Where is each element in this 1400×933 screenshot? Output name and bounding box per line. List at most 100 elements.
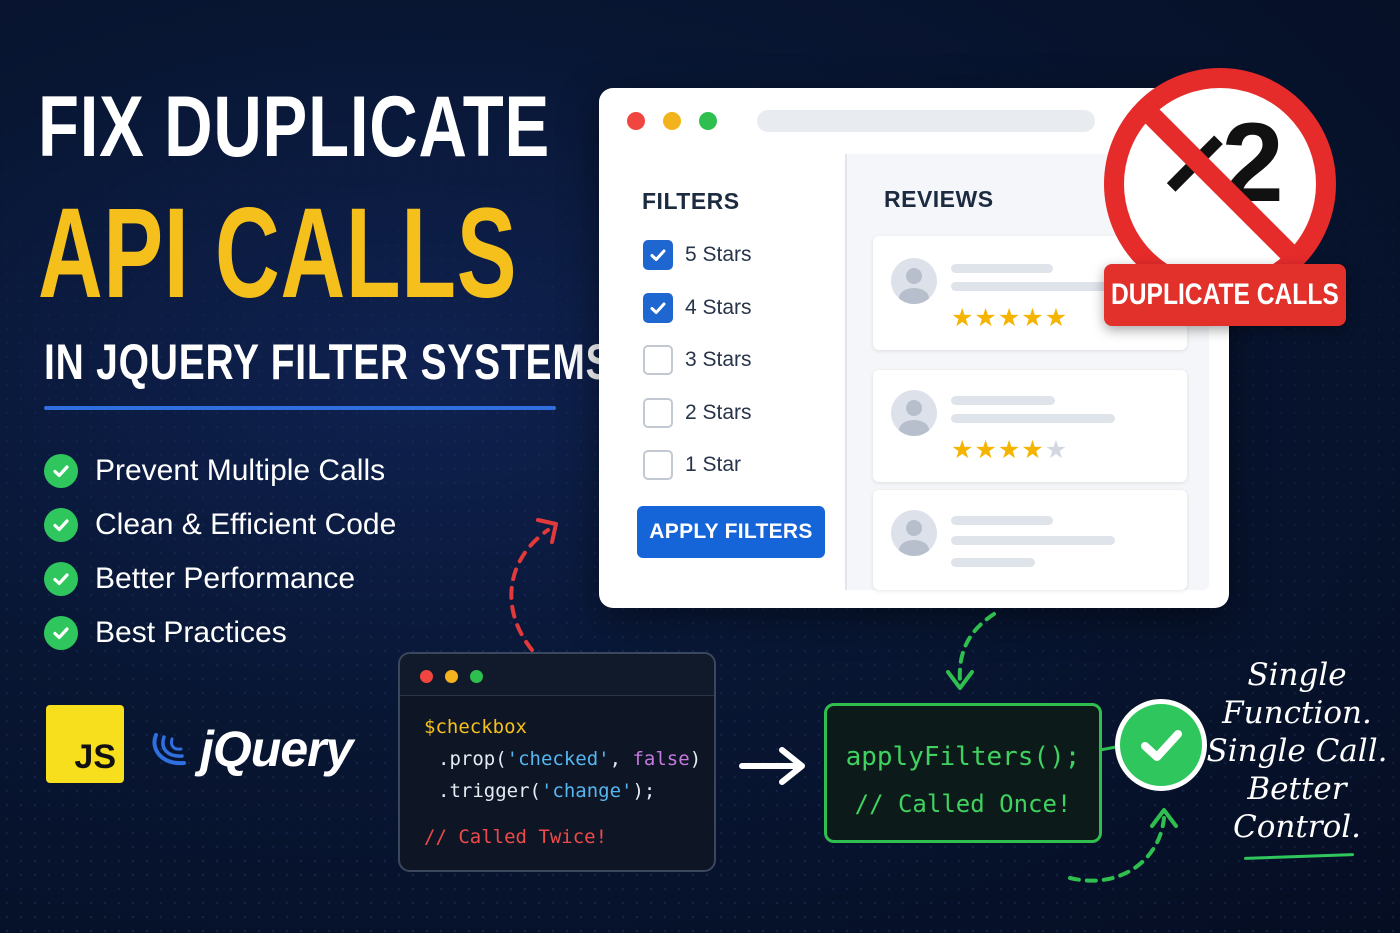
code-line-1: $checkbox — [424, 716, 527, 738]
apply-filters-button[interactable]: APPLY FILTERS — [637, 506, 825, 558]
javascript-logo: JS — [46, 705, 124, 783]
checkbox-icon[interactable] — [643, 240, 673, 270]
code-token: , — [609, 748, 633, 770]
text-placeholder — [951, 516, 1053, 525]
benefit-item: Best Practices — [44, 606, 396, 660]
headline-line-3: IN JQUERY FILTER SYSTEMS — [44, 334, 613, 390]
star-icon: ★ — [997, 304, 1021, 332]
filter-option[interactable]: 1 Star — [643, 450, 741, 480]
duplicate-calls-badge: DUPLICATE CALLS — [1104, 264, 1346, 326]
text-placeholder — [951, 558, 1035, 567]
checkbox-icon[interactable] — [643, 345, 673, 375]
handwritten-note: Single Function. Single Call. Better Con… — [1207, 656, 1388, 846]
solution-comment: // Called Once! — [854, 790, 1072, 818]
browser-window: FILTERS 5 Stars 4 Stars 3 Stars 2 Stars — [599, 88, 1229, 608]
filter-label: 3 Stars — [685, 348, 752, 371]
headline-line-2: API CALLS — [38, 182, 518, 325]
star-icon: ★ — [1021, 436, 1044, 464]
text-placeholder — [951, 396, 1055, 405]
text-placeholder — [951, 414, 1115, 423]
avatar-icon — [891, 390, 937, 436]
filter-label: 4 Stars — [685, 296, 752, 319]
checkbox-icon[interactable] — [643, 293, 673, 323]
avatar-icon — [891, 258, 937, 304]
code-line-2: .prop('checked', false) — [438, 748, 701, 770]
maximize-dot-icon — [470, 670, 483, 683]
close-dot-icon — [420, 670, 433, 683]
close-dot-icon[interactable] — [627, 112, 645, 130]
benefit-label: Better Performance — [95, 562, 356, 595]
solution-call: applyFilters(); — [845, 742, 1081, 772]
benefit-label: Prevent Multiple Calls — [95, 454, 386, 487]
jquery-swoosh-icon — [152, 733, 186, 766]
note-line: Single — [1247, 657, 1347, 693]
text-placeholder — [951, 264, 1053, 273]
check-circle-icon — [44, 616, 78, 650]
filter-label: 2 Stars — [685, 401, 752, 424]
code-comment: // Called Twice! — [424, 826, 608, 848]
note-line: Single Call. — [1206, 733, 1388, 769]
benefit-item: Clean & Efficient Code — [44, 498, 396, 552]
reviews-title: REVIEWS — [884, 186, 994, 212]
star-icon: ★ — [1021, 304, 1044, 332]
minimize-dot-icon — [445, 670, 458, 683]
star-rating: ★★★★★ — [951, 438, 1068, 463]
filter-option[interactable]: 2 Stars — [643, 398, 752, 428]
note-line: Control. — [1232, 809, 1362, 845]
review-card — [873, 490, 1187, 590]
code-window: $checkbox .prop('checked', false) .trigg… — [398, 652, 716, 872]
success-check-icon — [1115, 699, 1207, 791]
code-token: 'checked' — [506, 748, 610, 770]
benefits-list: Prevent Multiple Calls Clean & Efficient… — [44, 444, 396, 660]
jquery-logo-text: jQuery — [200, 721, 353, 777]
headline-line-1: FIX DUPLICATE — [38, 79, 550, 175]
filter-label: 5 Stars — [685, 243, 752, 266]
code-line-3: .trigger('change'); — [438, 780, 655, 802]
filters-title: FILTERS — [642, 188, 740, 214]
check-circle-icon — [44, 454, 78, 488]
checkbox-icon[interactable] — [643, 450, 673, 480]
headline-divider — [44, 406, 556, 410]
filter-option[interactable]: 5 Stars — [643, 240, 752, 270]
avatar-icon — [891, 510, 937, 556]
benefit-item: Prevent Multiple Calls — [44, 444, 396, 498]
solution-box: applyFilters(); // Called Once! — [824, 703, 1102, 843]
browser-content: FILTERS 5 Stars 4 Stars 3 Stars 2 Stars — [619, 154, 1209, 590]
star-icon: ★ — [997, 436, 1021, 464]
check-circle-icon — [44, 562, 78, 596]
code-token: .trigger( — [438, 780, 541, 802]
star-rating: ★★★★★ — [951, 306, 1068, 331]
filter-option[interactable]: 3 Stars — [643, 345, 752, 375]
star-icon: ★ — [1044, 304, 1068, 332]
filter-option[interactable]: 4 Stars — [643, 293, 752, 323]
code-window-titlebar — [400, 654, 714, 696]
benefit-item: Better Performance — [44, 552, 396, 606]
check-circle-icon — [44, 508, 78, 542]
note-line: Better — [1247, 771, 1347, 807]
multiplier-text: ×2 — [1162, 100, 1284, 225]
duplicate-calls-label: DUPLICATE CALLS — [1111, 278, 1339, 311]
filter-label: 1 Star — [685, 453, 742, 476]
address-bar[interactable] — [757, 110, 1095, 132]
benefit-label: Clean & Efficient Code — [95, 508, 397, 541]
checkbox-icon[interactable] — [643, 398, 673, 428]
star-icon: ★ — [951, 436, 974, 464]
star-icon: ★ — [974, 304, 997, 332]
text-placeholder — [951, 536, 1115, 545]
arrow-right-icon — [739, 747, 805, 785]
text-placeholder — [951, 282, 1115, 291]
code-token: .prop( — [438, 748, 507, 770]
star-icon: ★ — [1044, 436, 1068, 464]
maximize-dot-icon[interactable] — [699, 112, 717, 130]
benefit-label: Best Practices — [95, 616, 287, 649]
code-token: 'change' — [540, 780, 633, 802]
minimize-dot-icon[interactable] — [663, 112, 681, 130]
filters-panel: FILTERS 5 Stars 4 Stars 3 Stars 2 Stars — [619, 154, 847, 590]
review-card: ★★★★★ — [873, 370, 1187, 482]
jquery-logo: jQuery — [150, 720, 353, 778]
star-icon: ★ — [974, 436, 997, 464]
note-line: Function. — [1222, 695, 1372, 731]
javascript-logo-text: JS — [74, 738, 116, 776]
code-token: ); — [632, 780, 656, 802]
